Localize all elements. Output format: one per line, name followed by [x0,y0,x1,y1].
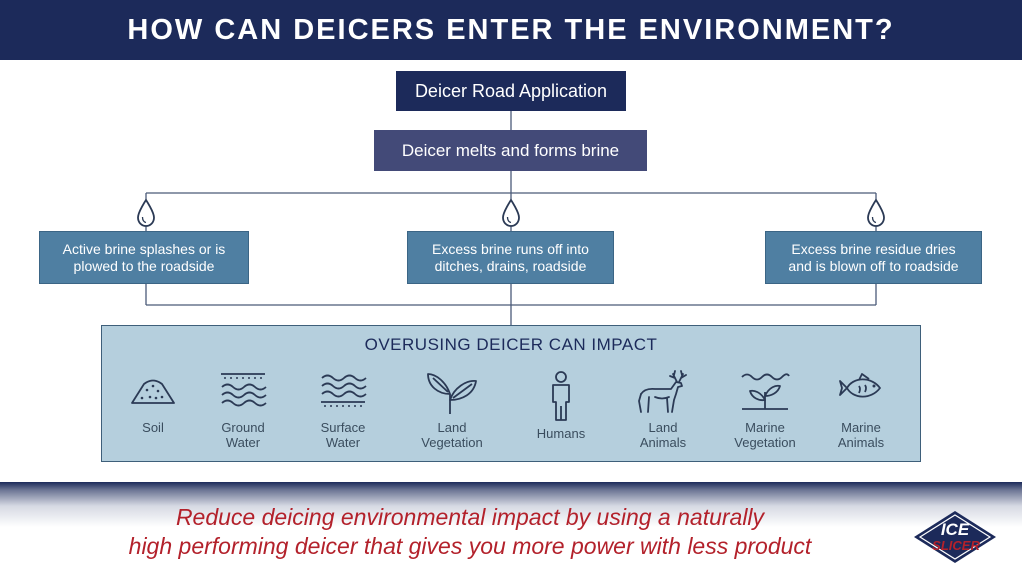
impact-item-soil: Soil [103,370,203,435]
path-text-line: and is blown off to roadside [788,257,959,274]
deicer-road-application-box: Deicer Road Application [396,71,626,111]
brine-formation-box: Deicer melts and forms brine [374,130,647,171]
impact-title: OVERUSING DEICER CAN IMPACT [364,335,658,354]
fish-icon [839,373,881,398]
path-text-line: ditches, drains, roadside [434,257,587,274]
ground-water-icon [221,373,267,407]
path-text-line: Excess brine runs off into [432,240,589,257]
impact-label: Soil [142,420,164,435]
plant-leaves-icon [427,373,477,414]
footer-band [0,482,1022,580]
logo-top-text: ICE [941,520,970,539]
impact-label: Humans [536,426,586,441]
tagline-line: Reduce deicing environmental impact by u… [175,504,765,530]
person-icon [552,371,570,421]
soil-icon [131,379,175,404]
surface-water-icon [321,374,367,407]
tagline: Reduce deicing environmental impact by u… [60,503,880,561]
path-text-line: plowed to the roadside [73,257,215,274]
water-drop-icon [867,198,885,227]
deer-icon [638,370,687,413]
ice-slicer-logo: ICE SLICER [914,511,996,563]
tagline-line: high performing deicer that gives you mo… [128,533,812,559]
impact-item-humans: Humans [511,370,611,441]
water-drop-icon [137,198,155,227]
logo-bottom-text: SLICER [932,538,980,553]
page-title: HOW CAN DEICERS ENTER THE ENVIRONMENT? [0,0,1022,60]
path-text-line: Active brine splashes or is [62,240,226,257]
path-text-line: Excess brine residue dries [791,240,956,257]
sprout-icon [741,373,790,410]
water-drop-icon [502,198,520,227]
